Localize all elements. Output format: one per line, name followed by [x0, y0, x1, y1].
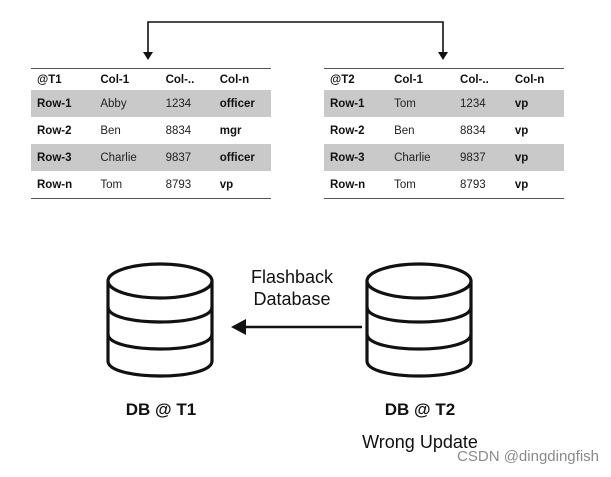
table-header-row: @T1 Col-1 Col-.. Col-n [31, 68, 271, 91]
flashback-database-label: Flashback Database [229, 266, 355, 310]
cell-name: Ben [100, 124, 121, 137]
flashback-label-line-2: Database [253, 289, 331, 309]
cell-name: Charlie [94, 144, 160, 171]
cell-role: vp [508, 90, 564, 117]
table-row: Row-1 Tom 1234 vp [324, 90, 564, 117]
cell-number: 1234 [454, 90, 509, 117]
header-cell-col-mid: Col-.. [165, 73, 195, 86]
flashback-label-line-1: Flashback [250, 267, 334, 287]
header-cell-col-mid: Col-.. [460, 73, 489, 86]
cell-role: vp [514, 178, 529, 191]
table-t2: @T2 Col-1 Col-.. Col-n Row-1 Tom 1234 vp… [324, 68, 564, 199]
table-row: Row-3 Charlie 9837 vp [324, 144, 564, 171]
cell-role: vp [508, 144, 564, 171]
cell-number: 9837 [159, 144, 214, 171]
table-row: Row-2 Ben 8834 mgr [31, 117, 271, 144]
cell-role: mgr [219, 124, 242, 137]
cell-role: officer [213, 90, 271, 117]
header-cell-col-1: Col-1 [100, 73, 130, 86]
header-cell-col-n: Col-n [514, 73, 545, 86]
header-cell-snapshot: @T1 [37, 73, 62, 86]
database-icon [365, 262, 473, 378]
cell-role: vp [514, 124, 529, 137]
cell-number: 8793 [165, 178, 192, 191]
row-label: Row-2 [37, 124, 72, 137]
table-header-row: @T2 Col-1 Col-.. Col-n [324, 68, 564, 91]
cell-number: 8834 [460, 124, 486, 137]
header-cell-col-1: Col-1 [394, 73, 423, 86]
row-label: Row-3 [31, 144, 95, 171]
cell-name: Tom [388, 90, 455, 117]
header-cell-snapshot: @T2 [330, 73, 355, 86]
cell-name: Charlie [388, 144, 455, 171]
row-label: Row-1 [324, 90, 389, 117]
row-label: Row-1 [31, 90, 95, 117]
cell-name: Abby [94, 90, 160, 117]
table-t1: @T1 Col-1 Col-.. Col-n Row-1 Abby 1234 o… [31, 68, 271, 199]
row-label: Row-n [330, 178, 366, 191]
cell-number: 1234 [159, 90, 214, 117]
db-t2-label: DB @ T2 [384, 400, 456, 419]
table-row: Row-1 Abby 1234 officer [31, 90, 271, 117]
row-label: Row-3 [324, 144, 389, 171]
cell-role: vp [219, 178, 234, 191]
header-cell-col-n: Col-n [219, 73, 250, 86]
cell-number: 9837 [454, 144, 509, 171]
db-t1-label: DB @ T1 [125, 400, 197, 419]
left-arrow-icon [231, 319, 362, 335]
database-icon [106, 262, 214, 378]
table-row: Row-n Tom 8793 vp [324, 171, 564, 199]
cell-number: 8834 [165, 124, 192, 137]
watermark: CSDN @dingdingfish [457, 448, 599, 465]
table-row: Row-3 Charlie 9837 officer [31, 144, 271, 171]
cell-name: Tom [394, 178, 416, 191]
wrong-update-label: Wrong Update [362, 432, 478, 452]
row-label: Row-n [37, 178, 73, 191]
table-row: Row-2 Ben 8834 vp [324, 117, 564, 144]
cell-role: officer [213, 144, 271, 171]
cell-name: Tom [100, 178, 123, 191]
table-row: Row-n Tom 8793 vp [31, 171, 271, 199]
cell-name: Ben [394, 124, 415, 137]
cell-number: 8793 [460, 178, 486, 191]
row-label: Row-2 [330, 124, 365, 137]
